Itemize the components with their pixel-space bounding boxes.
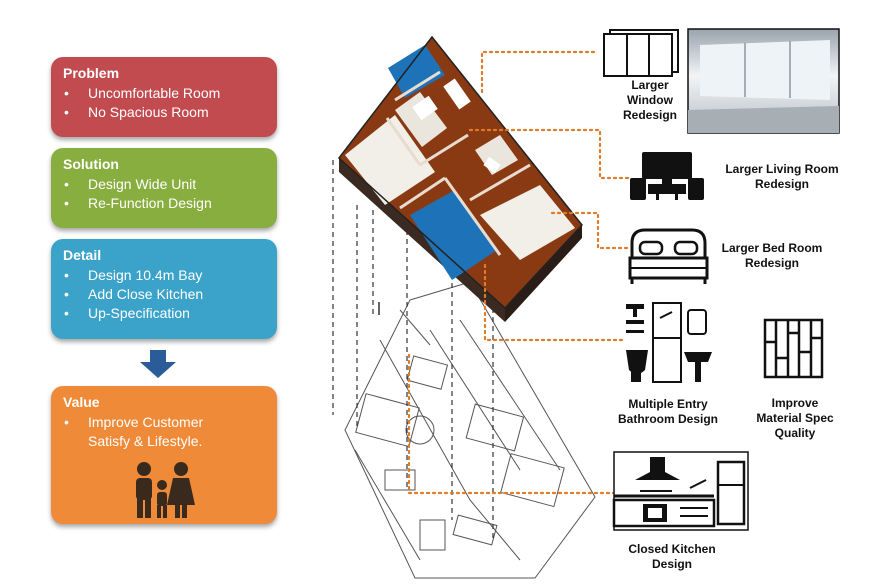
solution-card: Solution Design Wide Unit Re-Function De… bbox=[51, 148, 277, 228]
problem-item: No Spacious Room bbox=[63, 103, 267, 122]
3d-floorplan bbox=[337, 35, 583, 322]
bedroom-label: Larger Bed Room Redesign bbox=[721, 241, 823, 270]
tv-icon bbox=[630, 152, 704, 200]
material-label: Improve Material Spec Quality bbox=[756, 396, 834, 440]
detail-item: Add Close Kitchen bbox=[63, 285, 267, 304]
window-icon bbox=[603, 29, 679, 77]
solution-item: Design Wide Unit bbox=[63, 175, 267, 194]
problem-title: Problem bbox=[63, 65, 120, 81]
window-photo bbox=[687, 28, 840, 134]
detail-title: Detail bbox=[63, 247, 102, 263]
window-label: Larger Window Redesign bbox=[622, 78, 677, 122]
bathroom-icon bbox=[626, 302, 712, 383]
living-label: Larger Living Room Redesign bbox=[725, 162, 839, 191]
problem-card: Problem Uncomfortable Room No Spacious R… bbox=[51, 57, 277, 137]
kitchen-label: Closed Kitchen Design bbox=[628, 542, 716, 571]
detail-item: Up-Specification bbox=[63, 304, 267, 323]
problem-item: Uncomfortable Room bbox=[63, 84, 267, 103]
material-icon bbox=[763, 318, 824, 379]
kitchen-icon bbox=[612, 451, 749, 531]
line-floorplan bbox=[344, 281, 596, 579]
value-item: Improve Customer Satisfy & Lifestyle. bbox=[63, 413, 228, 451]
solution-item: Re-Function Design bbox=[63, 194, 267, 213]
bed-icon bbox=[628, 228, 709, 284]
detail-item: Design 10.4m Bay bbox=[63, 266, 267, 285]
value-title: Value bbox=[63, 394, 100, 410]
bathroom-label: Multiple Entry Bathroom Design bbox=[617, 397, 718, 426]
detail-card: Detail Design 10.4m Bay Add Close Kitche… bbox=[51, 239, 277, 339]
solution-title: Solution bbox=[63, 156, 119, 172]
